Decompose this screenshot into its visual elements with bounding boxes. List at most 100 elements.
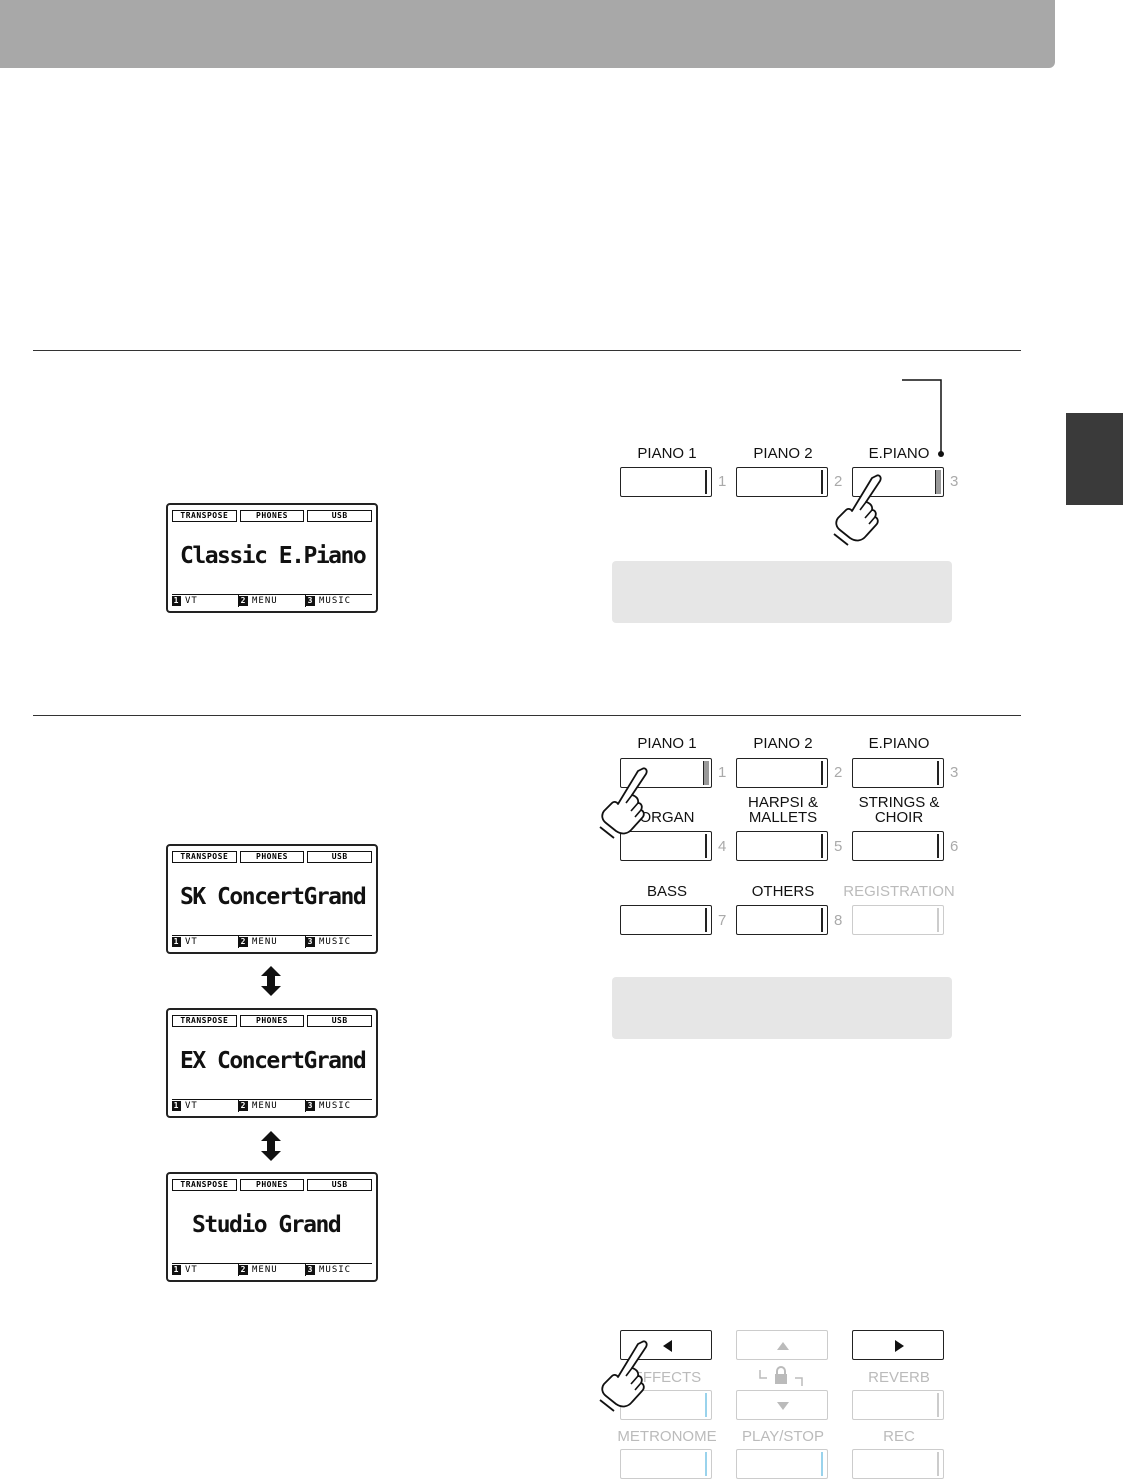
reverb-button[interactable] [852,1390,944,1420]
lcd-func-number: 3 [306,1265,315,1275]
lcd-tab-phones: PHONES [239,851,305,863]
info-callout [612,561,952,623]
led-indicator-line [902,379,944,457]
lcd-func-1: 1 VT [172,936,239,948]
up-triangle-icon [777,1342,789,1350]
button-number: 1 [718,473,727,490]
button-number: 4 [718,838,727,855]
lcd-func-label: MUSIC [319,1101,352,1111]
lcd-func-label: MUSIC [319,596,352,606]
lcd-sound-name: Studio Grand [192,1212,342,1238]
right-triangle-icon [895,1340,904,1352]
organ-button[interactable] [620,831,712,861]
lcd-func-number: 1 [172,937,181,947]
lcd-func-label: VT [185,1265,198,1275]
lcd-func-label: VT [185,1101,198,1111]
button-label: METRONOME [617,1428,717,1445]
button-number: 3 [950,473,959,490]
registration-button[interactable] [852,905,944,935]
lcd-func-label: VT [185,937,198,947]
button-label: PIANO 1 [637,735,697,752]
button-label: E.PIANO [868,735,930,752]
lcd-func-number: 1 [172,1101,181,1111]
lcd-tab-transpose: TRANSPOSE [172,1179,237,1191]
button-number: 2 [834,764,843,781]
lcd-func-label: MENU [252,596,278,606]
button-label: BASS [646,883,688,900]
lcd-func-label: MUSIC [319,1265,352,1275]
section-divider [33,715,1021,716]
epiano-button[interactable] [852,758,944,788]
section-side-tab [1066,413,1123,505]
rec-button[interactable] [852,1449,944,1479]
lcd-sound-name: Classic E.Piano [180,543,367,569]
lcd-func-label: MENU [252,1265,278,1275]
lcd-tab-phones: PHONES [239,510,305,522]
lcd-tab-usb: USB [307,851,373,863]
button-label: REC [883,1428,915,1445]
lcd-display: TRANSPOSE PHONES USB SK ConcertGrand 1 VT… [166,844,378,954]
piano2-button[interactable] [736,758,828,788]
lcd-func-2: 2 MENU [239,936,306,948]
lcd-tab-transpose: TRANSPOSE [172,851,237,863]
lcd-func-number: 3 [306,596,315,606]
strings-choir-button[interactable] [852,831,944,861]
left-triangle-icon [663,1340,672,1352]
piano1-button[interactable] [620,467,712,497]
button-label: E.PIANO [868,445,930,462]
down-arrow-button[interactable] [736,1390,828,1420]
lcd-func-1: 1 VT [172,1100,239,1112]
lcd-func-number: 2 [239,1101,248,1111]
piano2-button[interactable] [736,467,828,497]
button-number: 3 [950,764,959,781]
lcd-func-2: 2 MENU [239,1264,306,1276]
lcd-func-3: 3 MUSIC [306,595,372,607]
lcd-func-number: 1 [172,1265,181,1275]
others-button[interactable] [736,905,828,935]
lcd-func-number: 2 [239,1265,248,1275]
bass-button[interactable] [620,905,712,935]
lcd-tab-transpose: TRANSPOSE [172,510,237,522]
lcd-func-number: 1 [172,596,181,606]
lcd-tab-phones: PHONES [239,1015,305,1027]
lcd-sound-name: SK ConcertGrand [180,884,367,910]
pressing-hand-icon [833,474,882,546]
pressing-hand-icon [599,1340,648,1412]
lcd-func-number: 2 [239,596,248,606]
section-divider [33,350,1021,351]
lcd-func-number: 2 [239,937,248,947]
lcd-func-number: 3 [306,937,315,947]
button-label: PIANO 2 [753,735,813,752]
lcd-tab-usb: USB [307,510,373,522]
lcd-sound-name: EX ConcertGrand [180,1048,367,1074]
harpsi-mallets-button[interactable] [736,831,828,861]
lcd-tab-phones: PHONES [239,1179,305,1191]
button-label: OTHERS [751,883,815,900]
right-arrow-button[interactable] [852,1330,944,1360]
button-number: 6 [950,838,959,855]
down-triangle-icon [777,1402,789,1410]
lcd-func-2: 2 MENU [239,595,306,607]
lcd-func-label: MENU [252,937,278,947]
lcd-func-number: 3 [306,1101,315,1111]
lcd-func-1: 1 VT [172,1264,239,1276]
play-stop-button[interactable] [736,1449,828,1479]
button-label: PIANO 2 [753,445,813,462]
button-number: 8 [834,912,843,929]
lcd-func-2: 2 MENU [239,1100,306,1112]
lcd-func-label: MENU [252,1101,278,1111]
up-arrow-button[interactable] [736,1330,828,1360]
button-label: ORGAN [639,809,695,826]
metronome-button[interactable] [620,1449,712,1479]
button-label: REVERB [868,1369,930,1386]
lcd-tab-usb: USB [307,1015,373,1027]
pressing-hand-icon [599,767,648,839]
button-number: 7 [718,912,727,929]
button-label: REGISTRATION [843,883,955,900]
button-label: PLAY/STOP [742,1428,824,1445]
